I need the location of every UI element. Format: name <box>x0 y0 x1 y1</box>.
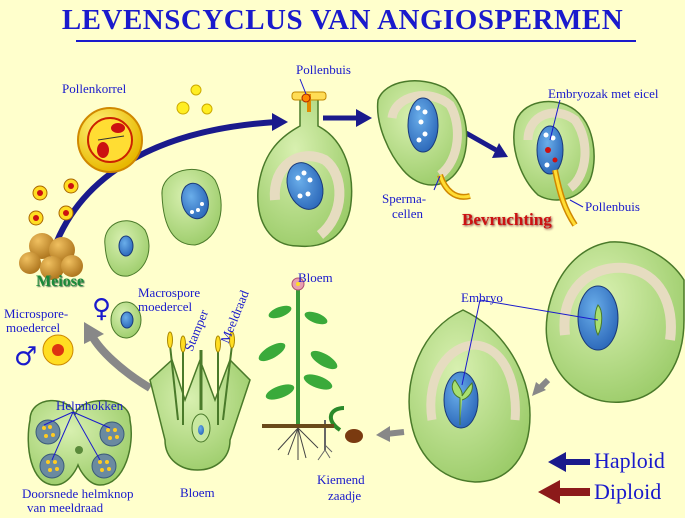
microspore-mother-cell <box>42 334 74 366</box>
pollen-dots <box>176 84 213 115</box>
flowering-plant <box>258 277 338 460</box>
haploid-arc-arrowhead <box>272 113 288 131</box>
arrow-stage2-3-head <box>492 143 508 158</box>
label-microspore-2: moedercel <box>6 320 61 335</box>
label-macrospore-2: moedercel <box>138 299 193 314</box>
ovule-embryo-sac <box>513 100 595 227</box>
label-helmhokken: Helmhokken <box>56 398 124 413</box>
pollen-grain-large <box>77 107 143 173</box>
label-kiemend-1: Kiemend <box>317 472 365 487</box>
label-pointer-lines <box>43 78 599 461</box>
anther-cross-section <box>27 399 132 486</box>
germinating-seed <box>317 406 363 461</box>
flower-cross-section <box>149 331 251 471</box>
male-symbol-icon: ♂ <box>14 342 38 372</box>
legend-haploid-label: Haploid <box>594 448 665 473</box>
label-pollenbuis-top: Pollenbuis <box>296 62 351 77</box>
label-pollenkorrel: Pollenkorrel <box>62 81 127 96</box>
label-meiose: Meiose <box>36 273 84 290</box>
arrow-stage1-2-head <box>356 109 372 127</box>
ovule-small-1 <box>110 301 142 339</box>
ovule-small-2 <box>104 220 150 277</box>
microspores <box>28 178 79 226</box>
pollen-cluster <box>19 233 83 280</box>
label-pollenbuis-right: Pollenbuis <box>585 199 640 214</box>
pistil-with-pollen-tube <box>257 91 353 248</box>
legend-diploid-label: Diploid <box>594 479 662 504</box>
label-sperma-1: Sperma- <box>382 191 427 206</box>
seed-with-embryo <box>408 309 531 483</box>
legend-haploid-arrow <box>548 452 590 472</box>
ovule-sperm-cells <box>376 80 471 200</box>
grey-arrow-flower-to-meiose <box>88 333 153 392</box>
label-embryozak: Embryozak met eicel <box>548 86 659 101</box>
label-doorsnede-2: van meeldraad <box>27 500 104 515</box>
arrow-stage2-3 <box>464 130 498 153</box>
label-microspore-1: Microspore- <box>4 306 69 321</box>
label-bloem-top: Bloem <box>298 270 333 285</box>
label-bloem-bottom: Bloem <box>180 485 215 500</box>
title-underline <box>76 40 636 42</box>
label-embryo: Embryo <box>461 290 503 305</box>
label-bevruchting: Bevruchting <box>462 210 552 229</box>
legend-diploid-arrow <box>538 480 590 504</box>
grey-arrowhead-meiose <box>84 322 104 344</box>
grey-arrowhead-seed <box>532 382 546 396</box>
label-sperma-2: cellen <box>392 206 424 221</box>
female-symbol-icon: ♀ <box>92 294 112 324</box>
ovule-medium <box>161 168 222 246</box>
grey-arrowhead-seedling <box>376 426 390 442</box>
seed-large <box>545 241 685 403</box>
label-macrospore-1: Macrospore <box>138 285 201 300</box>
label-doorsnede-1: Doorsnede helmknop <box>22 486 134 501</box>
label-kiemend-2: zaadje <box>328 488 362 503</box>
page-title: LEVENSCYCLUS VAN ANGIOSPERMEN <box>61 4 624 36</box>
